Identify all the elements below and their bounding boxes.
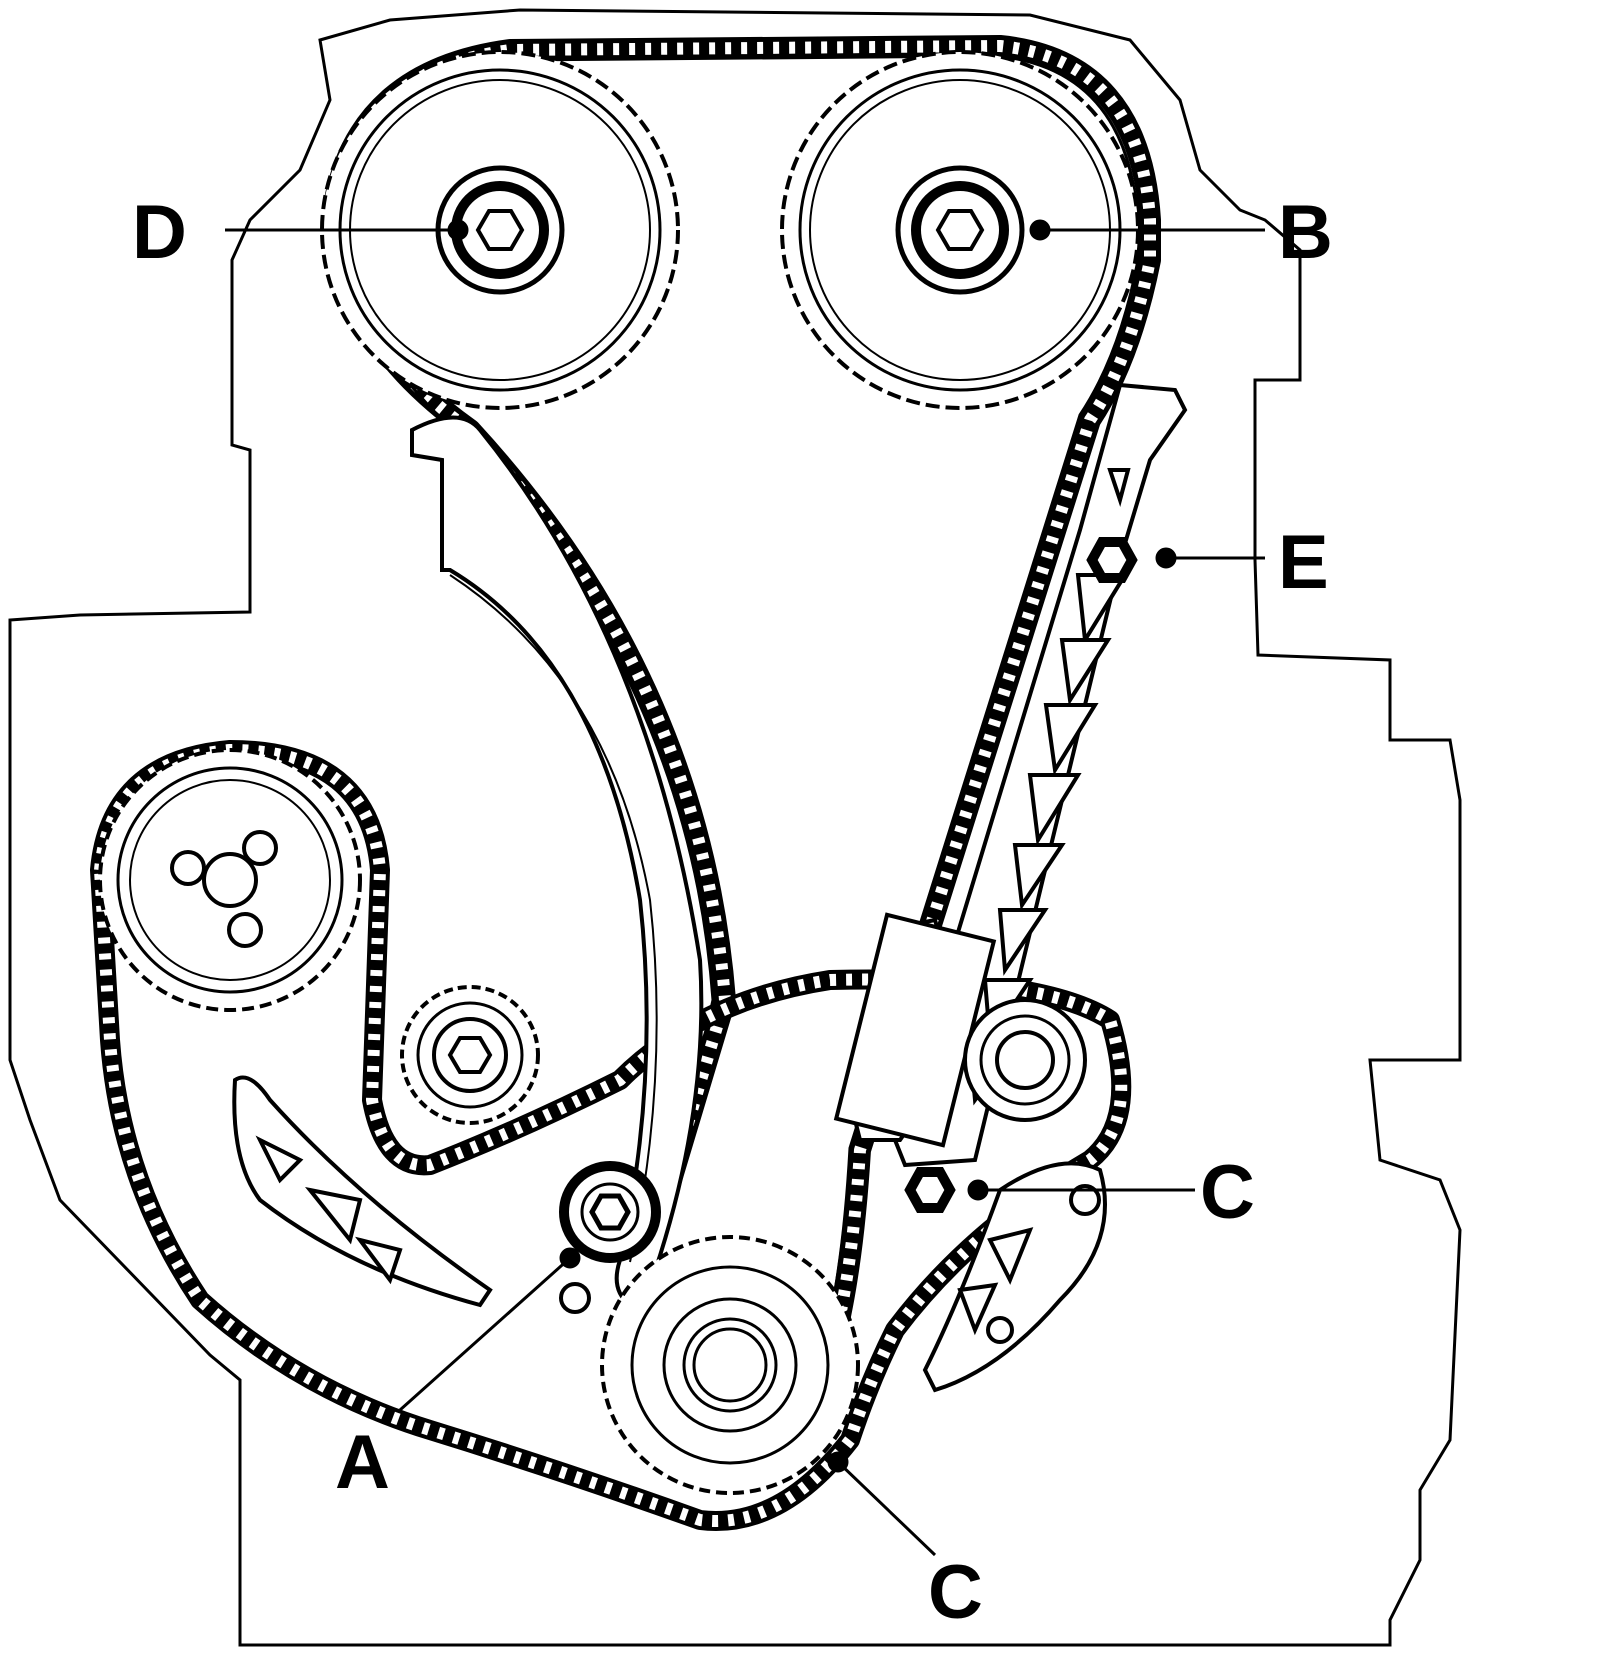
balance-shaft-sprocket (963, 998, 1087, 1122)
callout-label-e: E (1278, 520, 1329, 605)
callout-label-d: D (132, 190, 187, 275)
lower-left-guide (232, 1075, 493, 1308)
callout-label-c-upper: C (1200, 1150, 1255, 1235)
oil-pump-sprocket (98, 748, 362, 1012)
callout-label-a: A (335, 1420, 390, 1505)
callout-label-c-lower: C (928, 1550, 983, 1635)
right-camshaft-sprocket (780, 50, 1140, 410)
small-pin (559, 1282, 591, 1314)
tensioner-rail (410, 415, 704, 1308)
guide-bolt-e (1086, 537, 1138, 583)
secondary-chain (90, 740, 1132, 1531)
callout-label-b: B (1278, 190, 1333, 275)
guide-pivot-bolt-a (559, 1161, 661, 1263)
guide-rib-triangles (967, 468, 1131, 1106)
crankshaft-sprocket (600, 1235, 860, 1495)
left-camshaft-sprocket (320, 50, 680, 410)
lower-right-guide (922, 1161, 1107, 1393)
idler-sprocket-left (400, 985, 540, 1125)
engine-housing-outline (8, 8, 1462, 1647)
callout-leaders (225, 219, 1265, 1557)
tensioner-bolt-c-upper (904, 1167, 956, 1213)
